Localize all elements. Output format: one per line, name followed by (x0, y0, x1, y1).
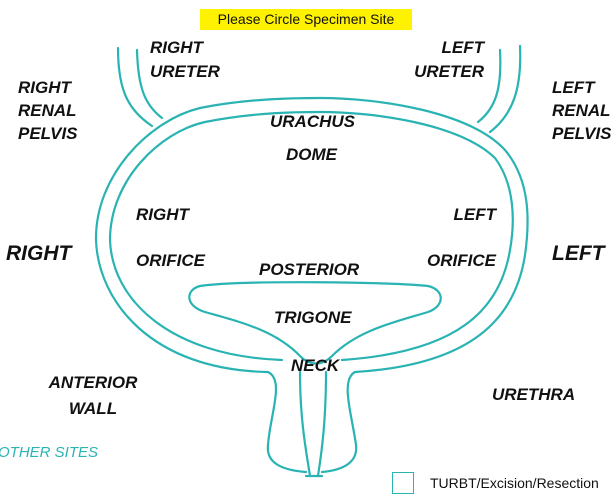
turbt-checkbox[interactable] (392, 472, 414, 494)
other-sites-label: OTHER SITES (0, 444, 98, 461)
label-right-renal-pelvis[interactable]: RIGHT RENAL PELVIS (18, 76, 78, 145)
urethra-outer-right (322, 372, 356, 472)
label-left-ureter-line2: URETER (402, 60, 484, 84)
label-left-orifice-line1: LEFT (410, 192, 496, 238)
label-urachus[interactable]: URACHUS (270, 110, 355, 134)
urethra-inner-right (318, 372, 326, 476)
label-right-renal-pelvis-line2: RENAL (18, 99, 78, 122)
label-left-ureter-line1: LEFT (402, 36, 484, 60)
label-trigone[interactable]: TRIGONE (274, 306, 351, 330)
label-posterior[interactable]: POSTERIOR (259, 258, 359, 282)
right-ureter-outer (118, 48, 152, 126)
label-right-orifice-line1: RIGHT (136, 192, 205, 238)
label-urethra[interactable]: URETHRA (492, 383, 575, 407)
label-anterior-wall-line2: WALL (40, 396, 146, 422)
banner: Please Circle Specimen Site (200, 9, 412, 30)
label-right-orifice[interactable]: RIGHT ORIFICE (136, 192, 205, 284)
left-ureter-outer (490, 46, 520, 132)
label-dome[interactable]: DOME (286, 143, 337, 167)
label-neck[interactable]: NECK (291, 354, 339, 378)
label-right-renal-pelvis-line3: PELVIS (18, 122, 78, 145)
label-right-orifice-line2: ORIFICE (136, 238, 205, 284)
label-left-renal-pelvis-line3: PELVIS (552, 122, 611, 145)
turbt-checkbox-label: TURBT/Excision/Resection (430, 475, 599, 491)
label-left-renal-pelvis-line1: LEFT (552, 76, 611, 99)
label-left-renal-pelvis[interactable]: LEFT RENAL PELVIS (552, 76, 611, 145)
label-anterior-wall-line1: ANTERIOR (40, 370, 146, 396)
turbt-option[interactable]: TURBT/Excision/Resection (392, 472, 599, 494)
label-left-renal-pelvis-line2: RENAL (552, 99, 611, 122)
label-right-side[interactable]: RIGHT (6, 242, 71, 266)
label-right-ureter[interactable]: RIGHT URETER (150, 36, 220, 84)
label-anterior-wall[interactable]: ANTERIOR WALL (40, 370, 146, 422)
label-left-orifice[interactable]: LEFT ORIFICE (410, 192, 496, 284)
urethra-inner-left (300, 372, 310, 476)
label-right-ureter-line1: RIGHT (150, 36, 220, 60)
label-left-side[interactable]: LEFT (552, 242, 605, 266)
label-left-orifice-line2: ORIFICE (410, 238, 496, 284)
label-right-renal-pelvis-line1: RIGHT (18, 76, 78, 99)
label-right-ureter-line2: URETER (150, 60, 220, 84)
label-left-ureter[interactable]: LEFT URETER (402, 36, 484, 84)
